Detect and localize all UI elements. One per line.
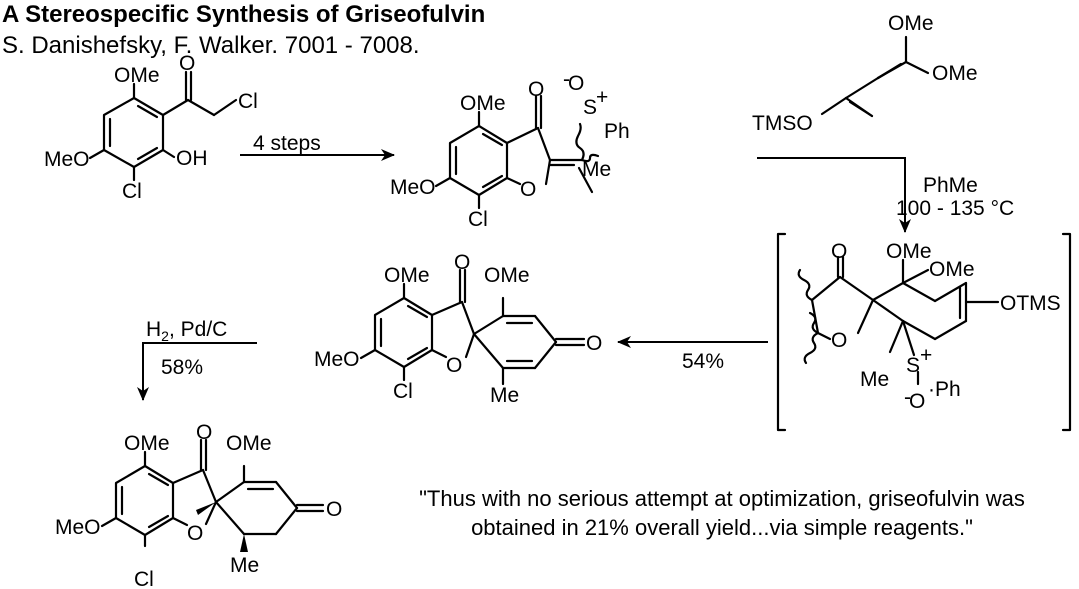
step1-conditions: 4 steps: [253, 132, 321, 155]
atom-label: Cl: [134, 568, 154, 589]
atom-label: O: [179, 52, 195, 75]
atom-label: Cl: [238, 90, 258, 113]
compound-starting-material: OMe O Cl OH MeO Cl: [44, 52, 258, 203]
atom-label: OMe: [929, 258, 975, 281]
step2-solvent: PhMe: [923, 174, 978, 197]
atom-label: OMe: [460, 92, 506, 115]
atom-label: OMe: [124, 432, 170, 455]
atom-label: O: [326, 498, 342, 521]
atom-label: MeO: [390, 176, 436, 199]
charge: -: [563, 68, 570, 91]
atom-label: O: [568, 72, 584, 95]
compound-intermediate: O OMe OMe OTMS O Me S + ·Ph - O: [776, 232, 1072, 432]
atom-label: O: [196, 421, 212, 444]
charge: +: [596, 86, 608, 109]
arrow-step-4: H2, Pd/C 58%: [137, 318, 257, 401]
atom-label: OMe: [886, 240, 932, 263]
atom-label: S: [906, 354, 920, 377]
arrow-step-1: 4 steps: [240, 132, 395, 161]
atom-label: Cl: [468, 208, 488, 231]
atom-label: OMe: [932, 62, 978, 85]
quote-text: "Thus with no serious attempt at optimiz…: [419, 486, 1025, 540]
atom-label: O: [831, 329, 847, 352]
atom-label: Me: [582, 158, 611, 181]
atom-label: O: [520, 178, 536, 201]
arrow-step-2: PhMe 100 - 135 °C: [757, 157, 1014, 233]
atom-label: O: [831, 240, 847, 263]
compound-griseofulvin: OMe O OMe O O MeO Cl Me: [55, 421, 342, 589]
atom-label: O: [446, 354, 462, 377]
atom-label: ·Ph: [928, 378, 961, 401]
atom-label: OMe: [226, 432, 272, 455]
atom-label: O: [586, 332, 602, 355]
atom-label: OH: [176, 147, 208, 170]
atom-label: TMSO: [752, 112, 813, 135]
atom-label: MeO: [314, 348, 360, 371]
step2-temperature: 100 - 135 °C: [896, 197, 1014, 220]
atom-label: Me: [860, 368, 889, 391]
atom-label: Cl: [122, 180, 142, 203]
atom-label: OTMS: [1000, 292, 1061, 315]
atom-label: Ph: [604, 120, 630, 143]
compound-dehydrogriseofulvin: OMe O OMe O O MeO Cl Me: [314, 251, 602, 407]
step4-reagents: H2, Pd/C: [146, 318, 227, 344]
step3-yield: 54%: [682, 350, 724, 373]
page-title: A Stereospecific Synthesis of Griseofulv…: [2, 1, 486, 28]
charge: +: [920, 344, 932, 367]
atom-label: S: [583, 96, 597, 119]
arrow-step-3: 54%: [617, 336, 768, 373]
atom-label: O: [187, 522, 203, 545]
atom-label: Me: [490, 384, 519, 407]
atom-label: O: [528, 78, 544, 101]
atom-label: OMe: [384, 264, 430, 287]
citation: S. Danishefsky, F. Walker. 7001 - 7008.: [2, 32, 420, 59]
compound-diene: OMe OMe TMSO: [752, 12, 978, 135]
atom-label: OMe: [114, 64, 160, 87]
atom-label: O: [909, 390, 925, 413]
atom-label: Me: [230, 554, 259, 577]
atom-label: MeO: [44, 148, 90, 171]
atom-label: MeO: [55, 516, 101, 539]
atom-label: OMe: [888, 12, 934, 35]
atom-label: OMe: [484, 264, 530, 287]
step4-yield: 58%: [161, 356, 203, 379]
atom-label: O: [454, 251, 470, 274]
charge: -: [904, 386, 911, 409]
compound-benzofuranone-sulfoxide: OMe O O MeO Cl Me S + Ph - O: [390, 68, 630, 231]
atom-label: Cl: [393, 380, 413, 403]
